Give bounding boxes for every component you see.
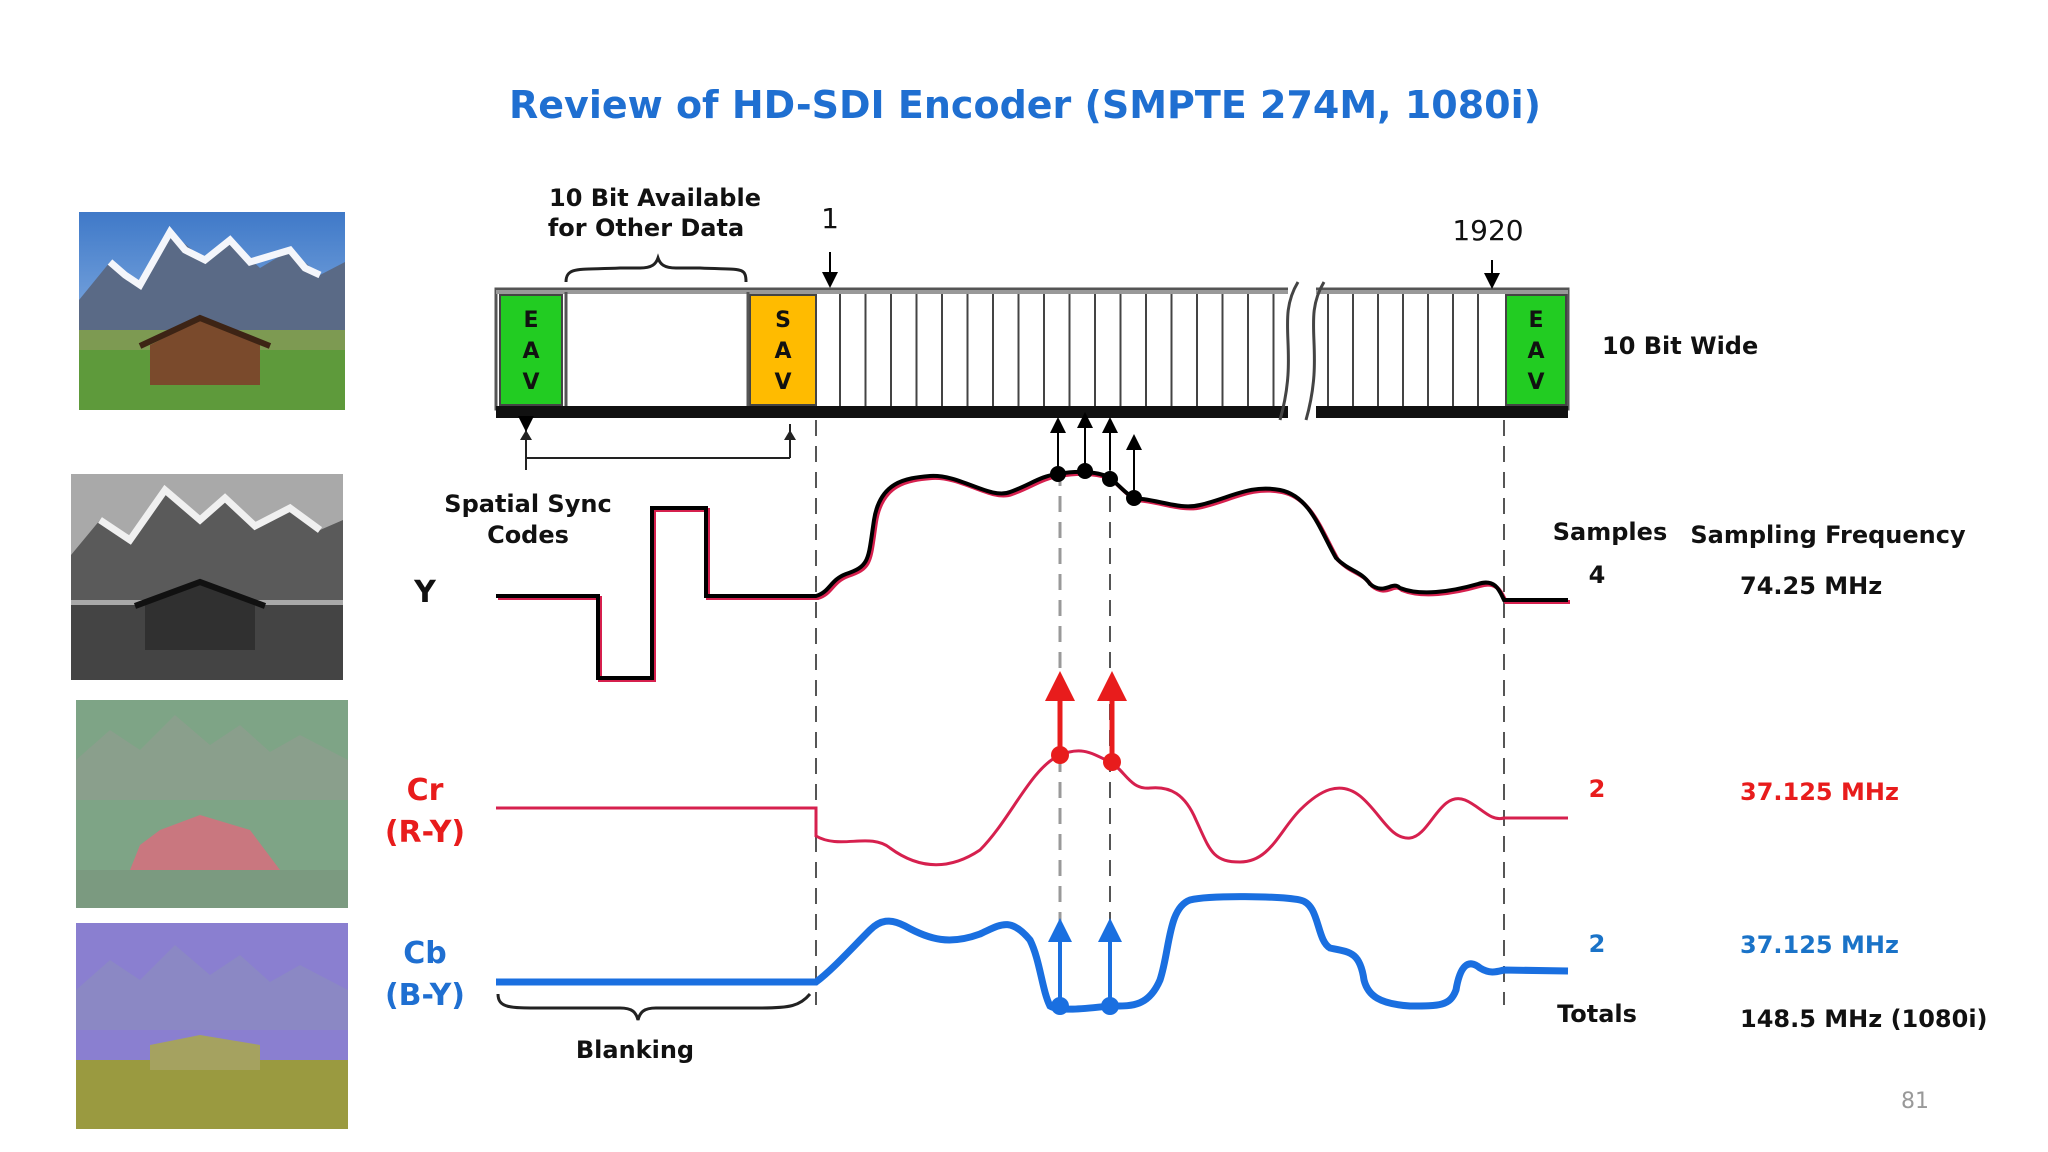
totals-freq: 148.5 MHz (1080i) bbox=[1740, 1005, 1988, 1033]
width-label: 10 Bit Wide bbox=[1602, 332, 1758, 360]
eav-left-block bbox=[499, 294, 563, 406]
eav-right-letters: EAV bbox=[1527, 308, 1544, 395]
color-photo bbox=[79, 212, 345, 410]
blanking-brace bbox=[496, 993, 812, 1021]
totals-label: Totals bbox=[1557, 1000, 1637, 1028]
other-data-label-2: for Other Data bbox=[548, 214, 744, 242]
y-signal bbox=[496, 463, 1570, 682]
cb-freq: 37.125 MHz bbox=[1740, 931, 1899, 959]
sync-bracket bbox=[518, 416, 796, 470]
dashed-guides bbox=[815, 420, 1505, 1005]
block-letter: E bbox=[1528, 308, 1543, 333]
block-letter: S bbox=[775, 308, 791, 333]
block-letter: A bbox=[522, 339, 539, 364]
luma-photo bbox=[71, 474, 343, 680]
end-sample-marker: 1920 bbox=[1452, 214, 1523, 247]
cb-samples: 2 bbox=[1589, 930, 1606, 958]
sample-up-arrows bbox=[1050, 412, 1142, 495]
page-title: Review of HD-SDI Encoder (SMPTE 274M, 10… bbox=[509, 83, 1541, 127]
freq-header: Sampling Frequency bbox=[1690, 521, 1966, 549]
stream-bar bbox=[494, 280, 1570, 424]
cr-label-1: Cr bbox=[407, 773, 444, 808]
cr-signal bbox=[496, 671, 1568, 867]
cb-label-2: (B-Y) bbox=[385, 978, 465, 1013]
samples-header: Samples bbox=[1553, 518, 1667, 546]
page-number: 81 bbox=[1901, 1089, 1929, 1114]
blanking-label: Blanking bbox=[576, 1036, 694, 1064]
start-sample-marker: 1 bbox=[821, 202, 839, 235]
block-letter: E bbox=[523, 308, 538, 333]
sync-label-2: Codes bbox=[487, 521, 569, 549]
cb-label-1: Cb bbox=[403, 936, 447, 971]
eav-left-letters: EAV bbox=[522, 308, 539, 395]
cb-signal bbox=[496, 893, 1569, 1015]
cr-photo bbox=[76, 700, 348, 908]
eav-right-block bbox=[1505, 294, 1567, 406]
block-letter: V bbox=[1527, 370, 1544, 395]
y-label: Y bbox=[413, 575, 437, 610]
y-samples: 4 bbox=[1589, 561, 1606, 589]
other-data-label-1: 10 Bit Available bbox=[549, 184, 761, 212]
y-freq: 74.25 MHz bbox=[1740, 572, 1882, 600]
block-letter: A bbox=[774, 339, 791, 364]
cr-samples: 2 bbox=[1589, 775, 1606, 803]
cr-label-2: (R-Y) bbox=[385, 815, 465, 850]
block-letter: A bbox=[1527, 339, 1544, 364]
other-data-brace bbox=[564, 253, 748, 283]
cb-photo bbox=[76, 923, 348, 1129]
sync-label-1: Spatial Sync bbox=[444, 490, 611, 518]
block-letter: V bbox=[774, 370, 791, 395]
sav-block bbox=[749, 294, 817, 406]
block-letter: V bbox=[522, 370, 539, 395]
cr-freq: 37.125 MHz bbox=[1740, 778, 1899, 806]
sav-letters: SAV bbox=[774, 308, 791, 395]
